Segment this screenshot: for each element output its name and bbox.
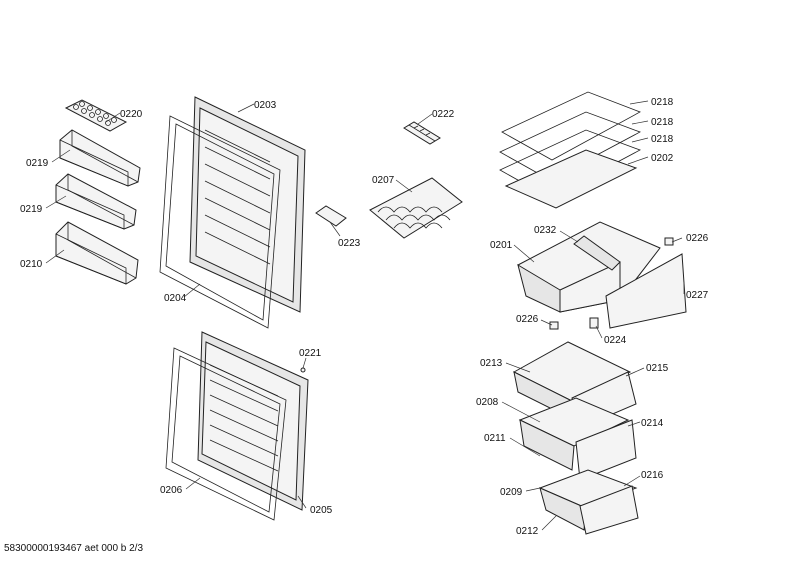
label-0223: 0223 (338, 238, 361, 249)
crisper-drawer-part (517, 221, 687, 329)
label-0226-lower: 0226 (516, 314, 539, 325)
label-0211: 0211 (484, 433, 506, 444)
label-0210: 0210 (20, 259, 43, 270)
label-0215: 0215 (646, 363, 669, 374)
glass-plate-part (504, 149, 638, 209)
lower-door-gasket-part (165, 347, 287, 521)
upper-door-inner-part (189, 96, 306, 313)
screw-part (300, 367, 306, 373)
egg-tray-part (64, 99, 128, 132)
label-0208: 0208 (476, 397, 499, 408)
clip-part-upper (664, 237, 674, 246)
leader-lines (45, 100, 685, 531)
label-0206: 0206 (160, 485, 183, 496)
freezer-drawer-middle-part (518, 397, 637, 481)
label-0222: 0222 (432, 109, 455, 120)
upper-door-gasket-part (159, 115, 281, 329)
label-0220: 0220 (120, 109, 143, 120)
label-0224: 0224 (604, 335, 627, 346)
label-0201: 0201 (490, 240, 513, 251)
label-0218-a: 0218 (651, 97, 674, 108)
bottle-rack-part (369, 177, 463, 239)
label-0221: 0221 (299, 348, 322, 359)
part-labels: 0220 0219 0219 0210 0203 0204 0223 0222 … (20, 97, 709, 537)
label-0219-top: 0219 (26, 158, 49, 169)
label-card-part (315, 205, 347, 227)
ice-cube-tray-part (403, 121, 441, 145)
label-0219-middle: 0219 (20, 204, 43, 215)
document-code: 58300000193467 aet 000 b 2/3 (4, 543, 144, 554)
label-0205: 0205 (310, 505, 333, 516)
label-0203: 0203 (254, 100, 277, 111)
label-0204: 0204 (164, 293, 187, 304)
shelf-frame-2-part (499, 111, 641, 181)
label-0216: 0216 (641, 470, 664, 481)
door-shelf-bottom-part (55, 221, 139, 285)
label-0232: 0232 (534, 225, 557, 236)
label-0202: 0202 (651, 153, 674, 164)
label-0226-upper: 0226 (686, 233, 709, 244)
label-0212: 0212 (516, 526, 539, 537)
lower-door-inner-part (197, 331, 309, 511)
label-0214: 0214 (641, 418, 664, 429)
label-0218-c: 0218 (651, 134, 674, 145)
shelf-frame-1-part (501, 91, 641, 161)
freezer-drawer-bottom-part (538, 469, 639, 535)
label-0218-b: 0218 (651, 117, 674, 128)
label-0209: 0209 (500, 487, 523, 498)
clip-part-lower (549, 317, 599, 330)
label-0227: 0227 (686, 290, 709, 301)
label-0213: 0213 (480, 358, 503, 369)
label-0207: 0207 (372, 175, 395, 186)
door-shelf-top-part (59, 129, 141, 187)
